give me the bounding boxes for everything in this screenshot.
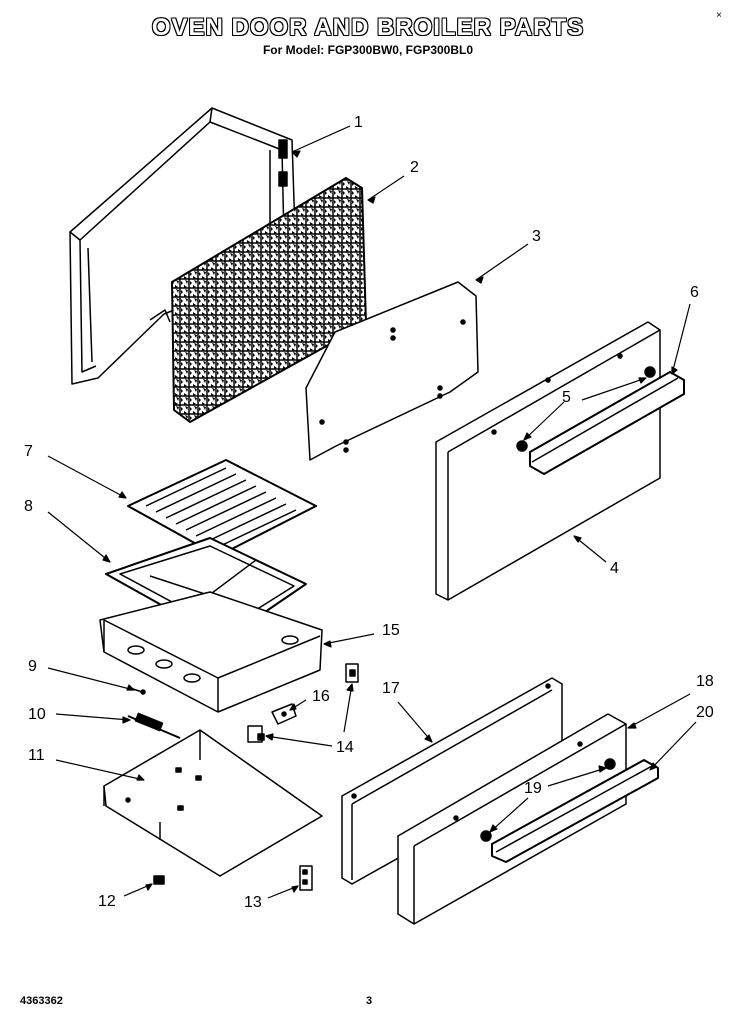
callout-8: 8 [24,498,33,515]
callout-1: 1 [354,114,363,131]
document-number: 4363362 [20,995,63,1007]
callout-10: 10 [28,706,46,723]
callout-17: 17 [382,680,400,697]
callout-19: 19 [524,780,542,797]
part-6-door-handle [529,371,685,475]
part-19-handle-screws [480,758,616,842]
part-7-broiler-grid [127,459,317,557]
callout-5: 5 [562,389,571,406]
page-title: OVEN DOOR AND BROILER PARTS [151,14,585,41]
corner-mark: × [716,10,722,21]
callout-13: 13 [244,894,262,911]
part-15-broiler-drawer [99,591,323,713]
callout-9: 9 [28,658,37,675]
callout-12: 12 [98,893,116,910]
part-20-broiler-handle [491,759,659,863]
callout-7: 7 [24,443,33,460]
part-10-spring-rod [127,712,181,739]
part-13-bracket [299,865,313,891]
callout-20: 20 [696,704,714,721]
part-5-handle-screws [516,366,656,452]
callout-18: 18 [696,673,714,690]
part-3-door-panel [305,281,479,461]
callout-11: 11 [28,747,45,764]
part-12-fastener [153,875,165,885]
callout-4: 4 [610,560,619,577]
callout-14: 14 [336,739,354,756]
callout-3: 3 [532,228,541,245]
part-11-drawer-bottom [103,729,323,877]
leader-arrows [47,125,697,899]
callout-6: 6 [690,284,699,301]
callout-16: 16 [312,688,330,705]
callout-15: 15 [382,622,400,639]
part-14-clip-brackets [247,663,359,743]
model-subtitle: For Model: FGP300BW0, FGP300BL0 [262,43,474,57]
callout-2: 2 [410,159,419,176]
page-number: 3 [366,995,373,1007]
part-18-broiler-outer-door [397,713,627,925]
